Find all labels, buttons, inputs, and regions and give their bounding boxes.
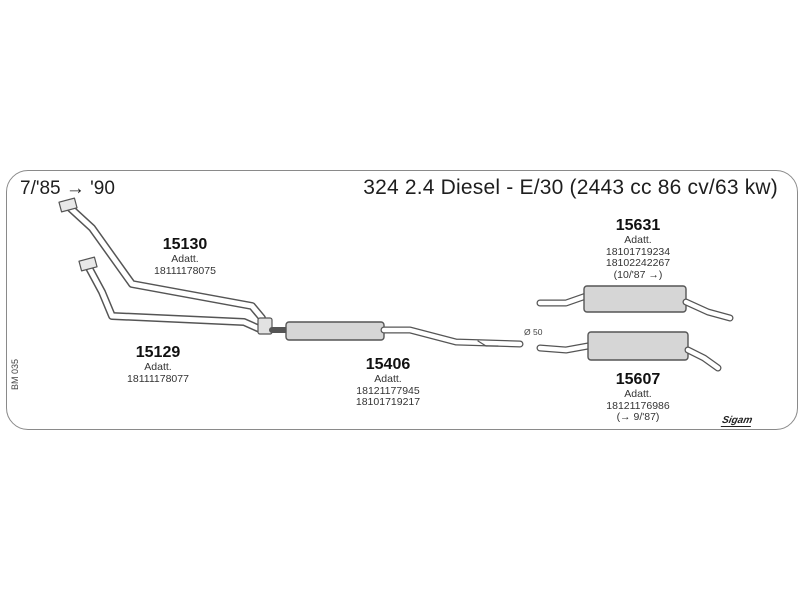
ref-number: 18101719217 <box>355 396 421 409</box>
part-number: 15607 <box>615 371 661 388</box>
date-range: 7/'85 → '90 <box>20 178 115 199</box>
adapt-label: Adatt. <box>624 233 652 246</box>
adapt-label: Adatt. <box>374 372 402 385</box>
rear-silencer-15607 <box>536 331 722 372</box>
date-note: (→ 9/'87) <box>616 411 660 424</box>
ref-number: 18102242267 <box>605 257 671 270</box>
part-label-15631: 15631 Adatt. 18101719234 18102242267 (10… <box>588 217 688 282</box>
rear-silencer-15631 <box>536 285 734 322</box>
part-number: 15631 <box>615 217 661 234</box>
adapt-label: Adatt. <box>624 387 652 400</box>
part-number: 15130 <box>162 236 208 253</box>
part-number: 15129 <box>135 344 181 361</box>
front-pipe-15129 <box>78 256 266 334</box>
catalog-code: BM 035 <box>10 358 20 390</box>
joint-clamp <box>257 317 273 335</box>
date-note: (10/'87 →) <box>613 269 663 282</box>
ref-number: 18111178075 <box>154 264 216 277</box>
adapt-label: Adatt. <box>144 360 172 373</box>
part-label-15406: 15406 Adatt. 18121177945 18101719217 <box>338 356 438 409</box>
ref-number: 18121177945 <box>356 384 420 397</box>
vehicle-title: 324 2.4 Diesel - E/30 (2443 cc 86 cv/63 … <box>363 176 778 199</box>
front-pipe-15130 <box>58 197 266 322</box>
ref-number: 18121176986 <box>606 399 670 412</box>
center-section-15406 <box>269 321 524 348</box>
brand-logo: Sigam <box>720 415 754 427</box>
ref-number: 18101719234 <box>605 245 671 258</box>
adapt-label: Adatt. <box>171 252 199 265</box>
ref-number: 18111178077 <box>127 372 189 385</box>
part-label-15607: 15607 Adatt. 18121176986 (→ 9/'87) <box>588 371 688 424</box>
part-label-15130: 15130 Adatt. 18111178075 <box>140 236 230 277</box>
part-number: 15406 <box>365 356 411 373</box>
diameter-label: Ø 50 <box>524 327 543 337</box>
part-label-15129: 15129 Adatt. 18111178077 <box>108 344 208 385</box>
